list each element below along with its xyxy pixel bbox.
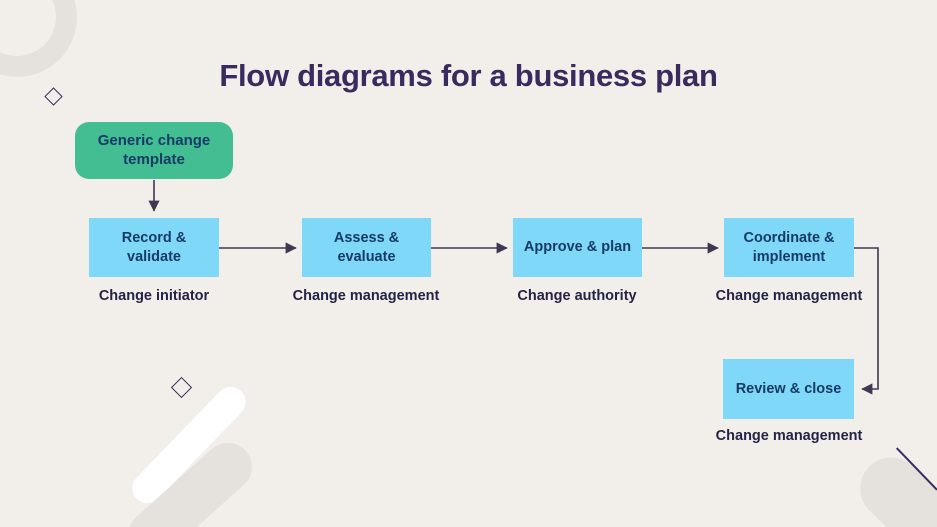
role-label-change-management: Change management: [715, 428, 863, 444]
role-label-change-initiator: Change initiator: [98, 288, 210, 304]
beige-capsule-decoration: [847, 444, 937, 527]
role-label-change-management: Change management: [292, 288, 440, 304]
flow-node-coordinate-implement: Coordinate & implement: [724, 218, 854, 277]
flow-node-assess-evaluate: Assess & evaluate: [302, 218, 431, 277]
flow-node-record-validate: Record & validate: [89, 218, 219, 277]
connector-step4-to-step5: [854, 247, 879, 395]
flow-node-start: Generic change template: [75, 122, 233, 179]
diamond-outline-decoration: [170, 376, 193, 399]
role-label-change-management: Change management: [715, 288, 863, 304]
flow-node-review-close: Review & close: [723, 359, 854, 419]
flow-node-approve-plan: Approve & plan: [513, 218, 642, 277]
role-label-change-authority: Change authority: [517, 288, 637, 304]
page-title: Flow diagrams for a business plan: [219, 58, 718, 93]
